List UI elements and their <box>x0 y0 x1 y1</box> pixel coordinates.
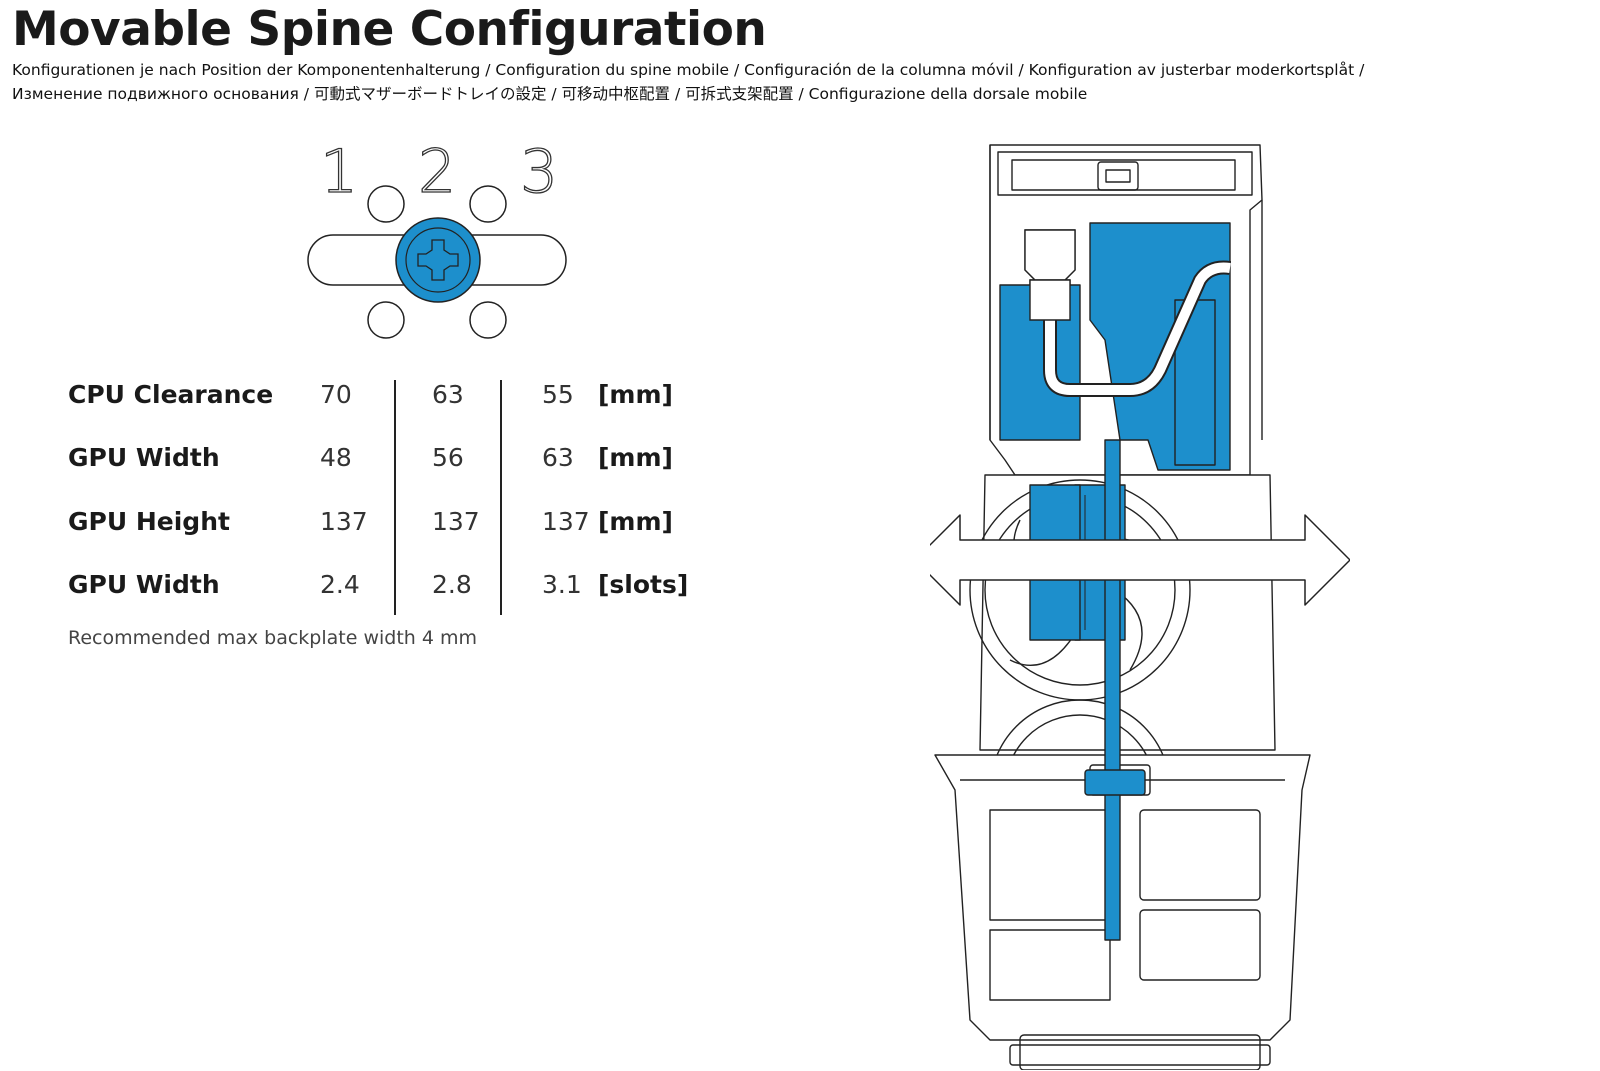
table-cell: 3.1 <box>542 570 582 599</box>
table-cell: 48 <box>320 443 352 472</box>
mount-hole-icon <box>367 185 405 223</box>
position-label-2: 2 <box>417 137 457 207</box>
table-cell: 2.8 <box>432 570 472 599</box>
table-cell: 2.4 <box>320 570 360 599</box>
table-cell: 55 <box>542 380 574 409</box>
table-cell: 63 <box>432 380 464 409</box>
mount-hole-icon <box>469 301 507 339</box>
position-label-1: 1 <box>319 137 359 207</box>
table-cell: 137 <box>432 507 480 536</box>
table-cell: 70 <box>320 380 352 409</box>
mount-hole-icon <box>469 185 507 223</box>
backplate-note: Recommended max backplate width 4 mm <box>68 627 478 649</box>
table-cell: 137 <box>320 507 368 536</box>
subtitle-line-1: Konfigurationen je nach Position der Kom… <box>12 61 1365 79</box>
table-unit: [slots] <box>598 570 689 599</box>
slot-graphic <box>307 185 567 339</box>
table-unit: [mm] <box>598 380 673 409</box>
table-unit: [mm] <box>598 443 673 472</box>
pc-case-illustration <box>930 144 1350 1070</box>
table-unit: [mm] <box>598 507 673 536</box>
row-label-cpu-clearance: CPU Clearance <box>68 380 274 409</box>
page-title: Movable Spine Configuration <box>12 2 767 57</box>
column-divider <box>500 380 502 615</box>
position-label-3: 3 <box>519 137 559 207</box>
mount-hole-icon <box>367 301 405 339</box>
table-cell: 137 <box>542 507 590 536</box>
spine-position-diagram: 1 2 3 <box>300 140 590 350</box>
column-divider <box>394 380 396 615</box>
screw-icon <box>395 217 481 303</box>
subtitle-line-2: Изменение подвижного основания / 可動式マザーボ… <box>12 85 1088 103</box>
double-arrow-icon <box>930 514 1350 606</box>
table-cell: 63 <box>542 443 574 472</box>
row-label-gpu-width: GPU Width <box>68 443 220 472</box>
row-label-gpu-height: GPU Height <box>68 507 230 536</box>
row-label-gpu-width-slots: GPU Width <box>68 570 220 599</box>
table-cell: 56 <box>432 443 464 472</box>
